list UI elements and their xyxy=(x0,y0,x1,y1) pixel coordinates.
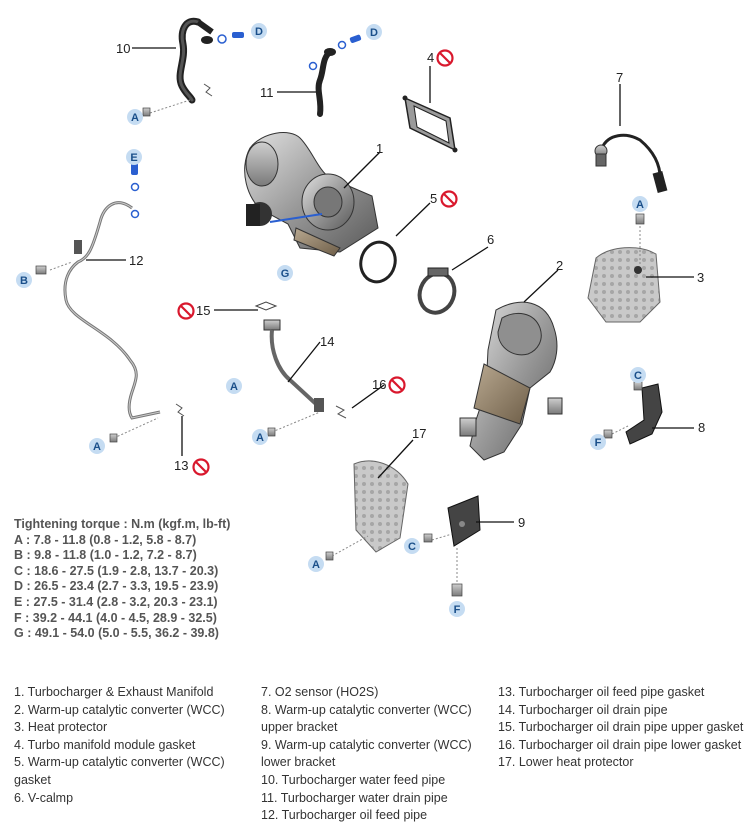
legend-column-2: 7. O2 sensor (HO2S) 8. Warm-up catalytic… xyxy=(261,684,483,825)
svg-text:E: E xyxy=(130,152,137,164)
legend-item: 8. Warm-up catalytic converter (WCC) upp… xyxy=(261,702,472,735)
torque-line-c: C : 18.6 - 27.5 (1.9 - 2.8, 13.7 - 20.3) xyxy=(14,563,219,578)
prohibited-circle-icon xyxy=(388,376,406,394)
prohibited-circle-icon xyxy=(177,302,195,320)
callout-6: 6 xyxy=(487,232,494,247)
callout-10: 10 xyxy=(116,41,130,56)
torque-line-b: B : 9.8 - 11.8 (1.0 - 1.2, 7.2 - 8.7) xyxy=(14,548,197,563)
callout-15: 15 xyxy=(196,303,210,318)
wcc-lower-bracket xyxy=(423,495,481,597)
legend-item: 16. Turbocharger oil drain pipe lower ga… xyxy=(498,737,742,752)
callout-5: 5 xyxy=(430,191,437,206)
water-feed-pipe xyxy=(142,17,244,117)
water-drain-pipe xyxy=(308,34,362,117)
legend-item: 13. Turbocharger oil feed pipe gasket xyxy=(498,685,705,699)
svg-text:A: A xyxy=(230,381,238,393)
callout-17: 17 xyxy=(412,426,426,441)
legend-column-1: 1. Turbocharger & Exhaust Manifold 2. Wa… xyxy=(14,684,244,807)
letter-circle-badge: C xyxy=(630,367,646,383)
letter-circle-badge: F xyxy=(590,434,606,450)
prohibited-circle-icon xyxy=(436,49,454,67)
leader-lines xyxy=(86,47,694,523)
torque-title: Tightening torque : N.m (kgf.m, lb-ft) xyxy=(14,517,231,531)
svg-text:D: D xyxy=(370,27,378,39)
svg-text:C: C xyxy=(408,541,416,553)
callout-2: 2 xyxy=(556,258,563,273)
callout-13: 13 xyxy=(174,458,188,473)
callout-9: 9 xyxy=(518,515,525,530)
wcc-gasket xyxy=(359,240,397,284)
legend-item: 3. Heat protector xyxy=(14,720,108,735)
callout-numbers: 1 2 3 4 5 6 7 8 9 10 11 12 13 14 15 16 1… xyxy=(116,41,705,530)
letter-circle-badge: A xyxy=(252,429,268,445)
svg-text:A: A xyxy=(256,432,264,444)
legend-column-3: 13. Turbocharger oil feed pipe gasket 14… xyxy=(498,684,753,772)
callout-8: 8 xyxy=(698,420,705,435)
svg-text:A: A xyxy=(131,112,139,124)
torque-line-d: D : 26.5 - 23.4 (2.7 - 3.3, 19.5 - 23.9) xyxy=(14,579,219,594)
letter-circle-badge: A xyxy=(89,438,105,454)
svg-text:D: D xyxy=(255,26,263,38)
lower-heat-protector xyxy=(325,460,409,561)
legend-item: 10. Turbocharger water feed pipe xyxy=(261,772,446,787)
turbocharger xyxy=(244,132,379,257)
callout-7: 7 xyxy=(616,70,623,85)
manifold-gasket xyxy=(402,95,458,153)
o2-sensor xyxy=(594,133,668,193)
callout-16: 16 xyxy=(372,377,386,392)
callout-3: 3 xyxy=(697,270,704,285)
legend-item: 15. Turbocharger oil drain pipe upper ga… xyxy=(498,720,744,735)
torque-line-g: G : 49.1 - 54.0 (5.0 - 5.5, 36.2 - 39.8) xyxy=(14,626,219,641)
torque-badges: D D A E A B G A C A A F C A F xyxy=(16,23,648,617)
v-clamp xyxy=(417,267,457,315)
letter-circle-badge: A xyxy=(308,556,324,572)
legend-item: 4. Turbo manifold module gasket xyxy=(14,737,196,752)
torque-line-f: F : 39.2 - 44.1 (4.0 - 4.5, 28.9 - 32.5) xyxy=(14,610,217,625)
prohibited-circle-icon xyxy=(440,190,458,208)
legend-item: 11. Turbocharger water drain pipe xyxy=(261,790,448,805)
letter-circle-badge: D xyxy=(251,23,267,39)
letter-circle-badge: E xyxy=(126,149,142,165)
legend-item: 12. Turbocharger oil feed pipe xyxy=(261,808,428,823)
legend-item: 6. V-calmp xyxy=(14,790,74,805)
heat-protector xyxy=(587,213,661,323)
svg-text:F: F xyxy=(454,604,461,616)
letter-circle-badge: C xyxy=(404,538,420,554)
legend-item: 14. Turbocharger oil drain pipe xyxy=(498,702,668,717)
warm-up-catalytic-converter xyxy=(459,301,563,461)
svg-text:B: B xyxy=(20,275,28,287)
letter-circle-badge: A xyxy=(226,378,242,394)
svg-text:A: A xyxy=(636,199,644,211)
legend-item: 1. Turbocharger & Exhaust Manifold xyxy=(14,685,214,699)
wcc-upper-bracket xyxy=(603,381,663,445)
torque-line-e: E : 27.5 - 31.4 (2.8 - 3.2, 20.3 - 23.1) xyxy=(14,594,218,609)
legend-item: 17. Lower heat protector xyxy=(498,755,634,770)
callout-11: 11 xyxy=(260,85,274,100)
svg-text:A: A xyxy=(93,441,101,453)
callout-4: 4 xyxy=(427,50,434,65)
svg-text:G: G xyxy=(281,268,290,280)
letter-circle-badge: A xyxy=(127,109,143,125)
letter-circle-badge: G xyxy=(277,265,293,281)
oil-drain-pipe xyxy=(254,301,347,437)
tightening-torque-table: Tightening torque : N.m (kgf.m, lb-ft) A… xyxy=(14,517,314,642)
letter-circle-badge: F xyxy=(449,601,465,617)
callout-14: 14 xyxy=(320,334,334,349)
letter-circle-badge: D xyxy=(366,24,382,40)
callout-12: 12 xyxy=(129,253,143,268)
letter-circle-badge: B xyxy=(16,272,32,288)
legend-item: 2. Warm-up catalytic converter (WCC) xyxy=(14,702,225,717)
oil-feed-pipe xyxy=(35,163,185,443)
legend-item: 7. O2 sensor (HO2S) xyxy=(261,685,379,699)
callout-1: 1 xyxy=(376,141,383,156)
legend-item: 5. Warm-up catalytic converter (WCC) gas… xyxy=(14,755,225,787)
torque-line-a: A : 7.8 - 11.8 (0.8 - 1.2, 5.8 - 8.7) xyxy=(14,532,197,547)
svg-text:F: F xyxy=(595,437,602,449)
letter-circle-badge: A xyxy=(632,196,648,212)
legend-item: 9. Warm-up catalytic converter (WCC) low… xyxy=(261,737,472,770)
prohibited-circle-icon xyxy=(192,458,210,476)
svg-text:C: C xyxy=(634,370,642,382)
svg-text:A: A xyxy=(312,559,320,571)
